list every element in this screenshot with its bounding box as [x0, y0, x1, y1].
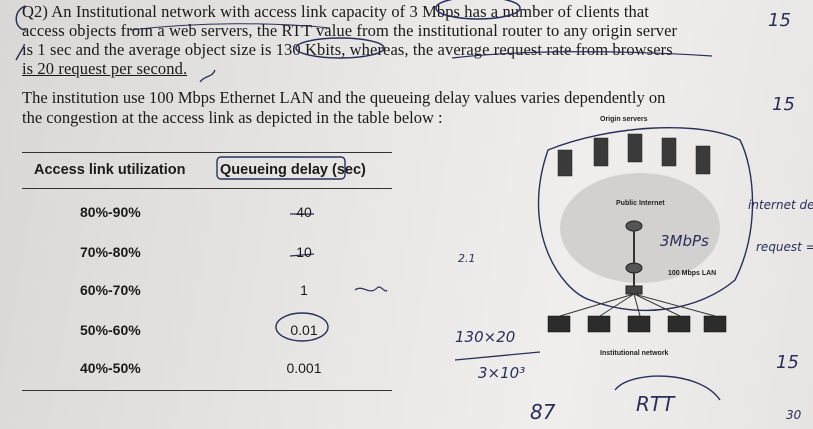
delay-cell: 1 [300, 282, 308, 298]
utilization-cell: 60%-70% [80, 282, 141, 298]
handwritten-calc-bottom: 3×10³ [478, 364, 526, 382]
question-line-1: Q2) An Institutional network with access… [22, 2, 649, 21]
handwritten-rtt: RTT [636, 392, 675, 416]
public-internet-label: Public Internet [616, 200, 665, 207]
table-row: 80%-90% 40 [22, 204, 392, 224]
handwritten-margin-1: internet de [748, 198, 813, 212]
institutional-network-label: Institutional network [600, 350, 669, 357]
col-header-delay: Queueing delay (sec) [220, 162, 366, 178]
handwritten-access-link: 3MbPs [660, 232, 709, 250]
handwritten-margin-15c: 15 [776, 352, 799, 373]
table-bottom-rule [22, 390, 392, 391]
delay-cell: 10 [296, 244, 312, 260]
lan-line-2: the congestion at the access link as dep… [22, 108, 443, 127]
question-line-2: access objects from a web servers, the R… [22, 21, 678, 40]
question-line-3: is 1 sec and the average object size is … [22, 40, 673, 59]
network-drawing [547, 133, 727, 333]
origin-servers-label: Origin servers [600, 116, 648, 123]
handwritten-small-note: 2.1 [458, 252, 476, 265]
question-line-4: is 20 request per second. [22, 59, 188, 78]
table-header-rule [22, 188, 392, 189]
delay-cell: 0.001 [286, 360, 322, 376]
lan-line-1: The institution use 100 Mbps Ethernet LA… [22, 88, 666, 107]
network-diagram: Origin servers Public Internet 100 Mbps … [530, 108, 760, 408]
utilization-cell: 80%-90% [80, 204, 141, 220]
table-row: 40%-50% 0.001 [22, 360, 392, 380]
utilization-cell: 40%-50% [80, 360, 141, 376]
handwritten-margin-15b: 15 [772, 94, 795, 115]
utilization-cell: 50%-60% [80, 322, 141, 338]
table-row: 60%-70% 1 [22, 282, 392, 302]
lan-paragraph: The institution use 100 Mbps Ethernet LA… [22, 88, 762, 128]
lan-speed-label: 100 Mbps LAN [668, 270, 717, 277]
handwritten-margin-30: 30 [786, 408, 802, 422]
table-row: 70%-80% 10 [22, 244, 392, 264]
handwritten-margin-15a: 15 [768, 10, 791, 31]
handwritten-result: 87 [530, 400, 556, 424]
table-top-rule [22, 152, 392, 153]
table-row: 50%-60% 0.01 [22, 322, 392, 342]
delay-cell: 40 [296, 204, 312, 220]
handwritten-calc-top: 130×20 [455, 328, 516, 346]
handwritten-margin-2: request = [756, 240, 813, 254]
delay-cell: 0.01 [290, 322, 318, 338]
utilization-cell: 70%-80% [80, 244, 141, 260]
col-header-utilization: Access link utilization [34, 162, 186, 178]
question-paragraph: Q2) An Institutional network with access… [22, 2, 762, 78]
